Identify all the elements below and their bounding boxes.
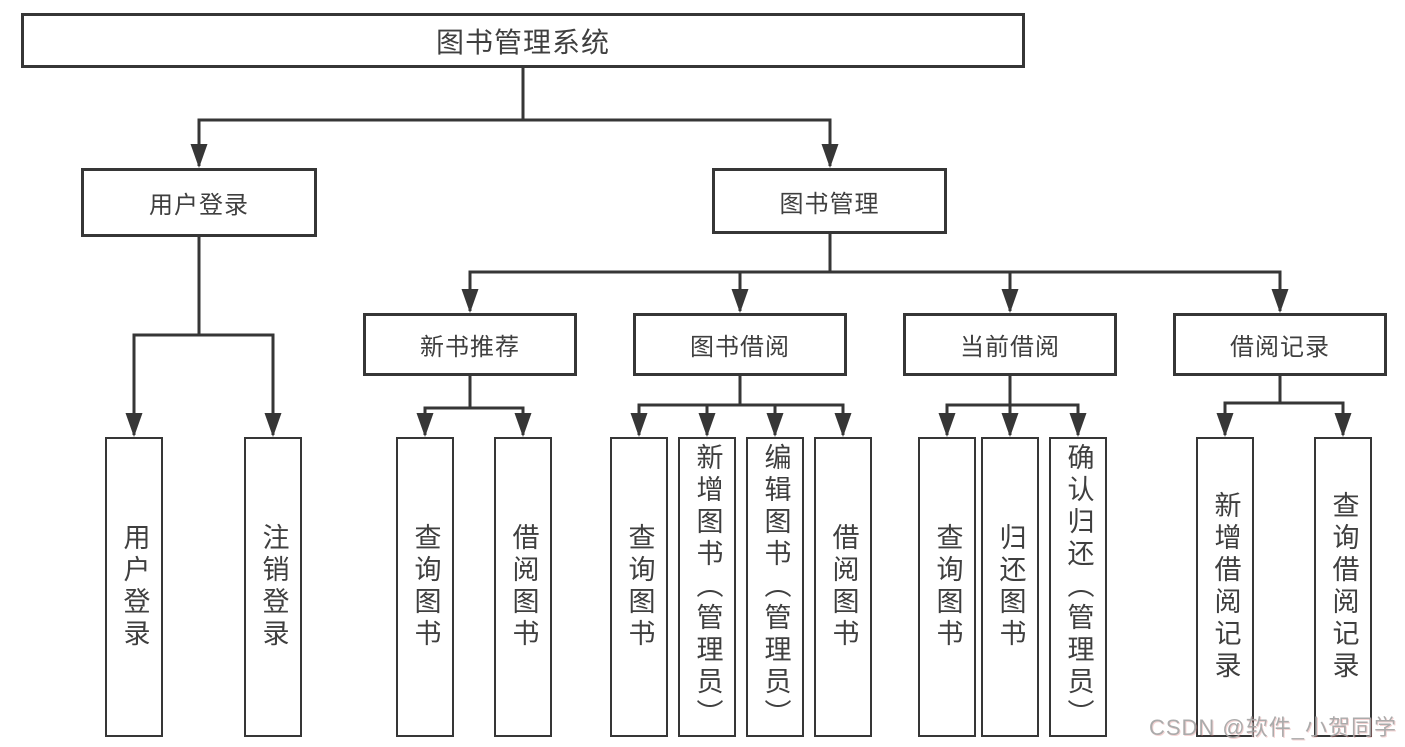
connector-mgmt-to-level3: [461, 234, 1289, 313]
node-borrowing-records: 借阅记录: [1173, 313, 1387, 376]
leaf-query-borrow-record-label: 查询借阅记录: [1328, 491, 1359, 683]
leaf-borrow-query-books: 查询图书: [610, 437, 668, 737]
node-user-login-group-label: 用户登录: [149, 192, 249, 219]
node-new-book-recommend: 新书推荐: [363, 313, 577, 376]
leaf-user-login-label: 用户登录: [119, 523, 150, 651]
connector-login-to-leaves: [125, 237, 282, 437]
leaf-newbook-borrow-books-label: 借阅图书: [508, 523, 539, 651]
leaf-add-borrow-record-label: 新增借阅记录: [1210, 491, 1241, 683]
leaf-current-query-books: 查询图书: [918, 437, 976, 737]
leaf-newbook-query-books-label: 查询图书: [410, 523, 441, 651]
leaf-edit-books-admin-label: 编辑图书（管理员）: [760, 443, 791, 731]
connector-root-to-level2: [190, 68, 839, 168]
leaf-return-books: 归还图书: [981, 437, 1039, 737]
connector-newbook-to-leaves: [416, 376, 532, 437]
node-book-borrowing: 图书借阅: [633, 313, 847, 376]
leaf-add-books-admin-label: 新增图书（管理员）: [692, 443, 723, 731]
node-book-management-label: 图书管理: [779, 190, 880, 218]
leaf-edit-books-admin: 编辑图书（管理员）: [746, 437, 804, 737]
leaf-borrow-query-books-label: 查询图书: [624, 523, 655, 651]
leaf-newbook-borrow-books: 借阅图书: [494, 437, 552, 737]
leaf-add-borrow-record: 新增借阅记录: [1196, 437, 1254, 737]
node-current-borrowing-label: 当前借阅: [960, 334, 1060, 361]
leaf-confirm-return-admin-label: 确认归还（管理员）: [1063, 443, 1094, 731]
leaf-newbook-query-books: 查询图书: [396, 437, 454, 737]
node-book-borrowing-label: 图书借阅: [690, 334, 790, 361]
node-new-book-recommend-label: 新书推荐: [420, 334, 520, 361]
connector-borrow-to-leaves: [630, 376, 852, 437]
leaf-logout: 注销登录: [244, 437, 302, 737]
leaf-user-login: 用户登录: [105, 437, 163, 737]
node-root-system: 图书管理系统: [21, 13, 1025, 68]
leaf-borrow-books: 借阅图书: [814, 437, 872, 737]
leaf-logout-label: 注销登录: [258, 523, 289, 651]
connector-current-to-leaves: [938, 376, 1087, 437]
csdn-watermark: CSDN @软件_小贺同学: [1148, 715, 1397, 740]
node-user-login-group: 用户登录: [81, 168, 317, 237]
leaf-current-query-books-label: 查询图书: [932, 523, 963, 651]
connector-records-to-leaves: [1216, 376, 1352, 437]
node-borrowing-records-label: 借阅记录: [1230, 334, 1330, 361]
leaf-borrow-books-label: 借阅图书: [828, 523, 859, 651]
leaf-confirm-return-admin: 确认归还（管理员）: [1049, 437, 1107, 737]
leaf-query-borrow-record: 查询借阅记录: [1314, 437, 1372, 737]
leaf-add-books-admin: 新增图书（管理员）: [678, 437, 736, 737]
node-root-system-label: 图书管理系统: [435, 26, 610, 58]
node-current-borrowing: 当前借阅: [903, 313, 1117, 376]
leaf-return-books-label: 归还图书: [995, 523, 1026, 651]
node-book-management: 图书管理: [712, 168, 947, 234]
